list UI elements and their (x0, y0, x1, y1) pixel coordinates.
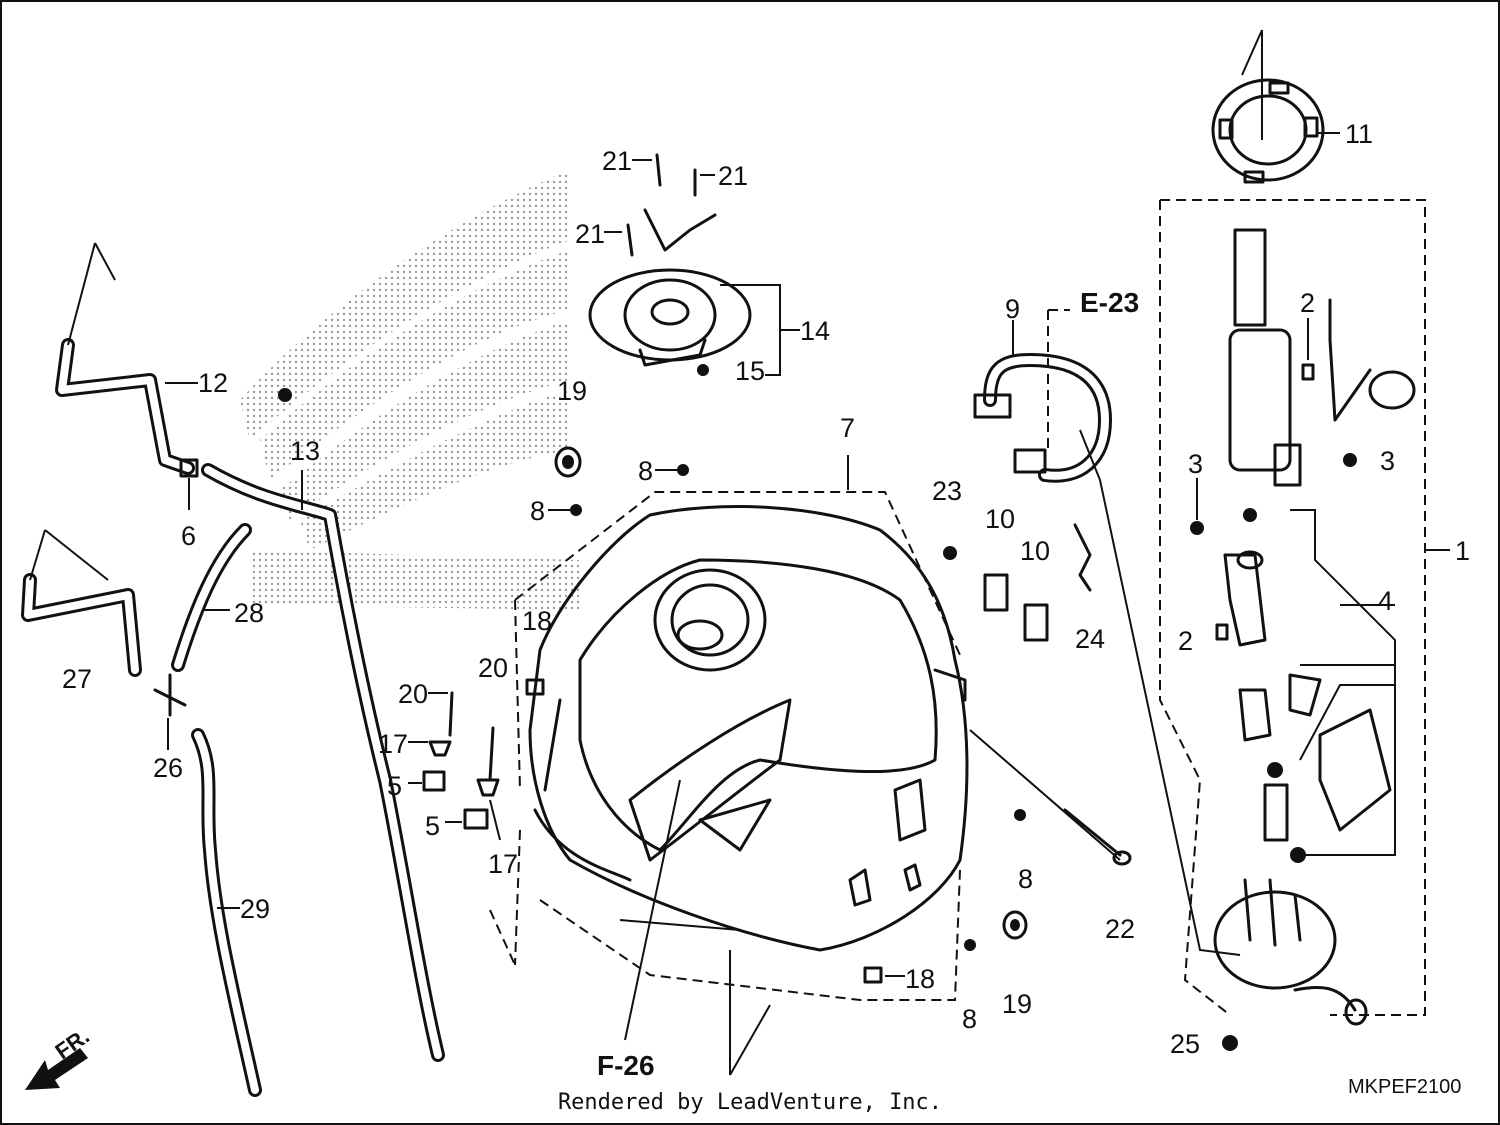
diagram-code: MKPEF2100 (1348, 1076, 1461, 1098)
callout-19: 19 (557, 376, 587, 406)
bolt-21 (604, 153, 715, 257)
callout-17: 17 (488, 849, 518, 879)
collar-5 (408, 770, 489, 830)
callout-labels: 1 2 2 3 3 4 5 5 6 7 8 8 8 8 9 10 10 11 1… (62, 119, 1470, 1059)
callout-17: 17 (378, 729, 408, 759)
callout-23: 23 (932, 476, 962, 506)
callout-25: 25 (1170, 1029, 1200, 1059)
callout-14: 14 (800, 316, 830, 346)
wing-logo-watermark (240, 170, 580, 610)
hose-28 (171, 523, 252, 672)
callout-9: 9 (1005, 294, 1020, 324)
grommet-19-lower (1002, 910, 1028, 940)
hose-12 (55, 242, 198, 475)
callout-28: 28 (234, 598, 264, 628)
callout-6: 6 (181, 521, 196, 551)
callout-26: 26 (153, 753, 183, 783)
nut-8 (548, 464, 1026, 951)
callout-29: 29 (240, 894, 270, 924)
callout-13: 13 (290, 436, 320, 466)
rubber-10 (983, 573, 1049, 642)
fuel-pump-assy-4 (1223, 228, 1416, 863)
hose-29 (191, 728, 262, 1097)
callout-8: 8 (638, 456, 653, 486)
callout-18: 18 (522, 606, 552, 636)
callout-11: 11 (1345, 119, 1373, 149)
fuel-cap-assembly-14 (588, 208, 800, 376)
bolt-20 (428, 691, 495, 782)
ref-leader-f26 (624, 779, 681, 1041)
reference-f26: F-26 (597, 1050, 655, 1081)
callout-1: 1 (1455, 536, 1470, 566)
callout-10: 10 (985, 504, 1015, 534)
cushion-18 (525, 678, 905, 984)
callout-19: 19 (1002, 989, 1032, 1019)
callout-15: 15 (735, 356, 765, 386)
nut-25 (1222, 1035, 1238, 1051)
callout-27: 27 (62, 664, 92, 694)
pump-assembly-1-box (1159, 199, 1450, 1016)
callout-7: 7 (840, 413, 855, 443)
hose-9 (278, 309, 1241, 956)
callout-8: 8 (1018, 864, 1033, 894)
callout-3: 3 (1380, 446, 1395, 476)
callout-8: 8 (962, 1004, 977, 1034)
callout-12: 12 (198, 368, 228, 398)
callout-2: 2 (1300, 288, 1315, 318)
render-credit: Rendered by LeadVenture, Inc. (557, 1090, 943, 1115)
packing-2 (1215, 318, 1315, 641)
reference-e23: E-23 (1080, 287, 1139, 318)
callout-10: 10 (1020, 536, 1050, 566)
callout-3: 3 (1188, 449, 1203, 479)
clip-6 (179, 458, 199, 510)
callout-5: 5 (425, 811, 440, 841)
callout-2: 2 (1178, 626, 1193, 656)
callout-4: 4 (1378, 586, 1393, 616)
callout-20: 20 (398, 679, 428, 709)
fuel-tank-7 (489, 455, 969, 1076)
bolt-22 (969, 729, 1132, 866)
callout-21: 21 (575, 219, 605, 249)
callout-21: 21 (718, 161, 748, 191)
set-plate-11 (1211, 29, 1340, 184)
front-arrow-icon: FR. (25, 1023, 94, 1090)
hose-27 (21, 529, 142, 677)
nut-23 (943, 546, 957, 560)
callout-21: 21 (602, 146, 632, 176)
callout-18: 18 (905, 964, 935, 994)
callout-5: 5 (387, 771, 402, 801)
washer-17 (408, 740, 501, 841)
grommet-19-upper (554, 446, 582, 478)
seal-3 (1190, 453, 1357, 535)
callout-22: 22 (1105, 914, 1135, 944)
bracket-24 (1073, 523, 1092, 592)
joint-26 (153, 673, 187, 750)
pump-base-plate (1213, 878, 1368, 1026)
hose-13 (201, 463, 445, 1062)
callout-20: 20 (478, 653, 508, 683)
callout-8: 8 (530, 496, 545, 526)
callout-24: 24 (1075, 624, 1105, 654)
